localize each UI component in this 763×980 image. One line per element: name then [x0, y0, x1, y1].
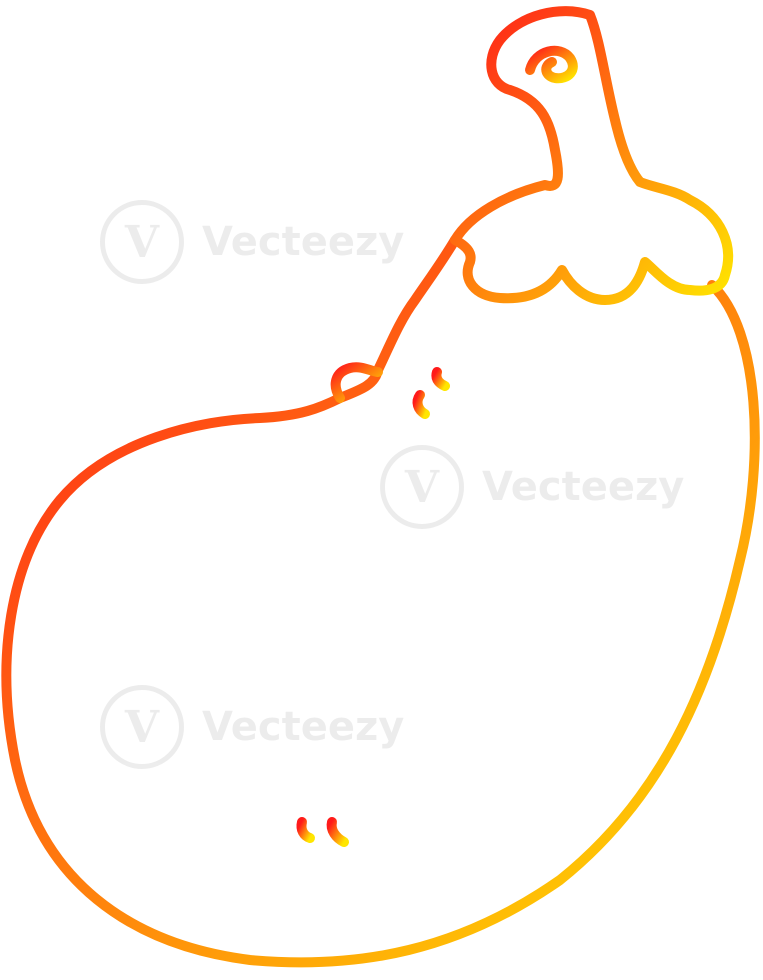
- eggplant-neck-notch: [330, 362, 383, 403]
- watermark-logo-icon: V: [100, 685, 184, 769]
- watermark-logo-icon: V: [100, 200, 184, 284]
- watermark: V Vecteezy: [100, 200, 404, 284]
- watermark-text: Vecteezy: [202, 704, 405, 750]
- stem-swirl: [525, 45, 578, 84]
- skin-mark-lower: [296, 817, 315, 843]
- watermark-logo-icon: V: [380, 445, 464, 529]
- skin-mark-upper-2: [431, 367, 450, 391]
- watermark-text: Vecteezy: [202, 219, 405, 265]
- watermark: V Vecteezy: [100, 685, 404, 769]
- eggplant-calyx: [450, 6, 734, 305]
- skin-mark-upper: [412, 390, 430, 419]
- watermark: V Vecteezy: [380, 445, 684, 529]
- watermark-text: Vecteezy: [482, 464, 685, 510]
- skin-mark-lower-2: [326, 817, 349, 847]
- eggplant-body-outline: [1, 235, 760, 968]
